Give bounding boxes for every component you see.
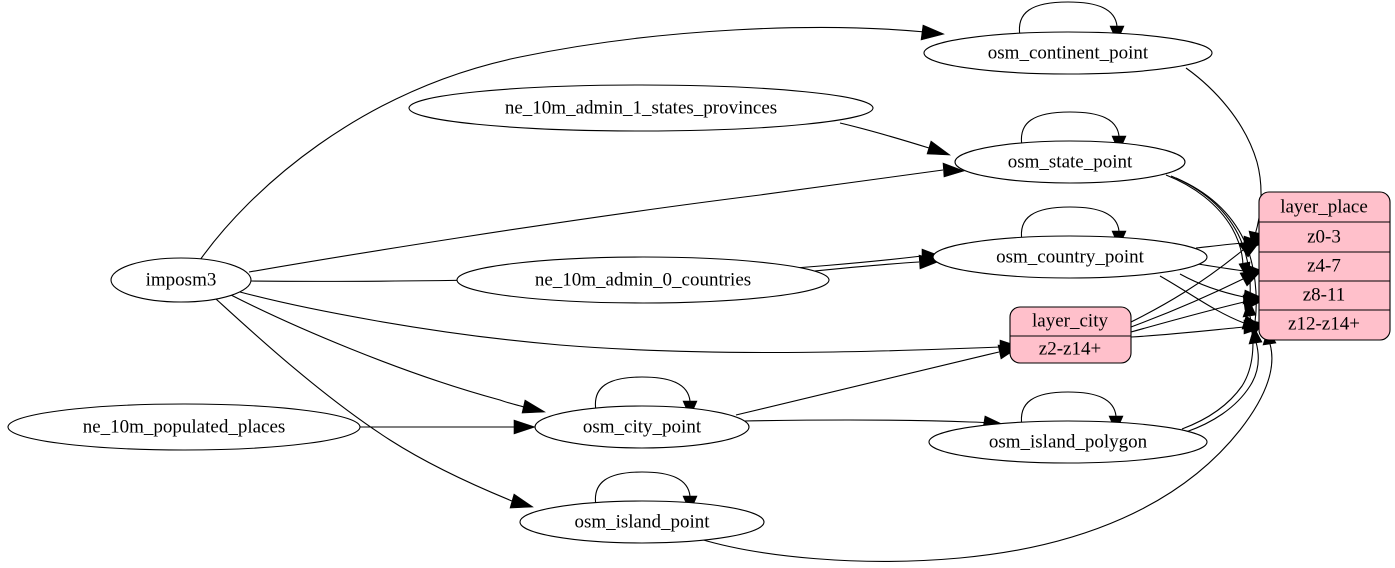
node-label-osm_island_point: osm_island_point bbox=[574, 511, 710, 532]
record-node-layer: layer_place z0-3 z4-7 z8-11 z12-z14+ lay… bbox=[1009, 191, 1391, 364]
record-row-layer_city-z2-z14[interactable]: z2-z14+ bbox=[1039, 338, 1101, 359]
node-label-osm_continent_point: osm_continent_point bbox=[988, 42, 1149, 63]
node-osm_country_point[interactable]: osm_country_point bbox=[932, 235, 1208, 279]
edge-imposm3-to-osm_island_point bbox=[215, 298, 534, 509]
node-osm_continent_point[interactable]: osm_continent_point bbox=[923, 31, 1213, 75]
node-label-osm_state_point: osm_state_point bbox=[1008, 151, 1133, 172]
edge-imposm3-to-osm_state_point bbox=[248, 162, 965, 273]
edge-osm_island_polygon-to-layer_place-z12-z14+ bbox=[1185, 326, 1263, 433]
node-label-ne_10m_admin_1_states_provinces: ne_10m_admin_1_states_provinces bbox=[505, 97, 777, 118]
node-ne_10m_populated_places[interactable]: ne_10m_populated_places bbox=[7, 403, 361, 451]
node-label-osm_island_polygon: osm_island_polygon bbox=[989, 431, 1148, 452]
node-layer_city[interactable]: layer_city z2-z14+ bbox=[1009, 306, 1132, 364]
node-label-ne_10m_populated_places: ne_10m_populated_places bbox=[83, 416, 286, 437]
record-title-layer_place: layer_place bbox=[1280, 196, 1368, 217]
node-osm_island_polygon[interactable]: osm_island_polygon bbox=[928, 420, 1208, 464]
edge-osm_continent_point-to-layer_place-z0-3 bbox=[1185, 67, 1263, 250]
edge-imposm3-to-osm_city_point bbox=[230, 294, 547, 414]
node-label-imposm3: imposm3 bbox=[146, 269, 217, 290]
record-row-layer_place-z8-11[interactable]: z8-11 bbox=[1303, 284, 1346, 305]
node-osm_state_point[interactable]: osm_state_point bbox=[954, 140, 1186, 184]
record-row-layer_place-z12-z14[interactable]: z12-z14+ bbox=[1288, 313, 1360, 334]
node-ne_10m_admin_1_states_provinces[interactable]: ne_10m_admin_1_states_provinces bbox=[408, 84, 874, 132]
node-osm_city_point[interactable]: osm_city_point bbox=[534, 405, 750, 449]
node-osm_island_point[interactable]: osm_island_point bbox=[519, 500, 765, 544]
node-label-osm_country_point: osm_country_point bbox=[996, 246, 1144, 267]
node-label-osm_city_point: osm_city_point bbox=[583, 416, 702, 437]
node-ne_10m_admin_0_countries[interactable]: ne_10m_admin_0_countries bbox=[456, 256, 830, 304]
record-row-layer_place-z4-7[interactable]: z4-7 bbox=[1307, 255, 1341, 276]
node-imposm3[interactable]: imposm3 bbox=[110, 257, 252, 303]
edge-layer_city-to-layer_place-z0-3 bbox=[1130, 239, 1262, 323]
edge-osm_city_point-to-layer_city bbox=[735, 344, 1020, 416]
record-title-layer_city: layer_city bbox=[1032, 310, 1108, 331]
edge-layer_city-to-layer_place-z4-7 bbox=[1130, 269, 1263, 328]
edge-layer_city-to-layer_place-z12-z14+ bbox=[1130, 319, 1266, 338]
edge-ne_10m_admin_1_states_provinces-to-osm_state_point bbox=[839, 122, 951, 156]
edge-ne_10m_admin_0_countries-to-osm_country_point bbox=[804, 254, 941, 273]
record-row-layer_place-z0-3[interactable]: z0-3 bbox=[1307, 226, 1341, 247]
edge-imposm3-to-osm_continent_point bbox=[199, 24, 945, 261]
node-layer: imposm3 ne_10m_populated_places ne_10m_a… bbox=[7, 31, 1213, 544]
node-label-ne_10m_admin_0_countries: ne_10m_admin_0_countries bbox=[535, 269, 751, 290]
node-layer_place[interactable]: layer_place z0-3 z4-7 z8-11 z12-z14+ bbox=[1258, 191, 1391, 341]
edge-ne_10m_populated_places-to-osm_city_point bbox=[360, 419, 536, 435]
